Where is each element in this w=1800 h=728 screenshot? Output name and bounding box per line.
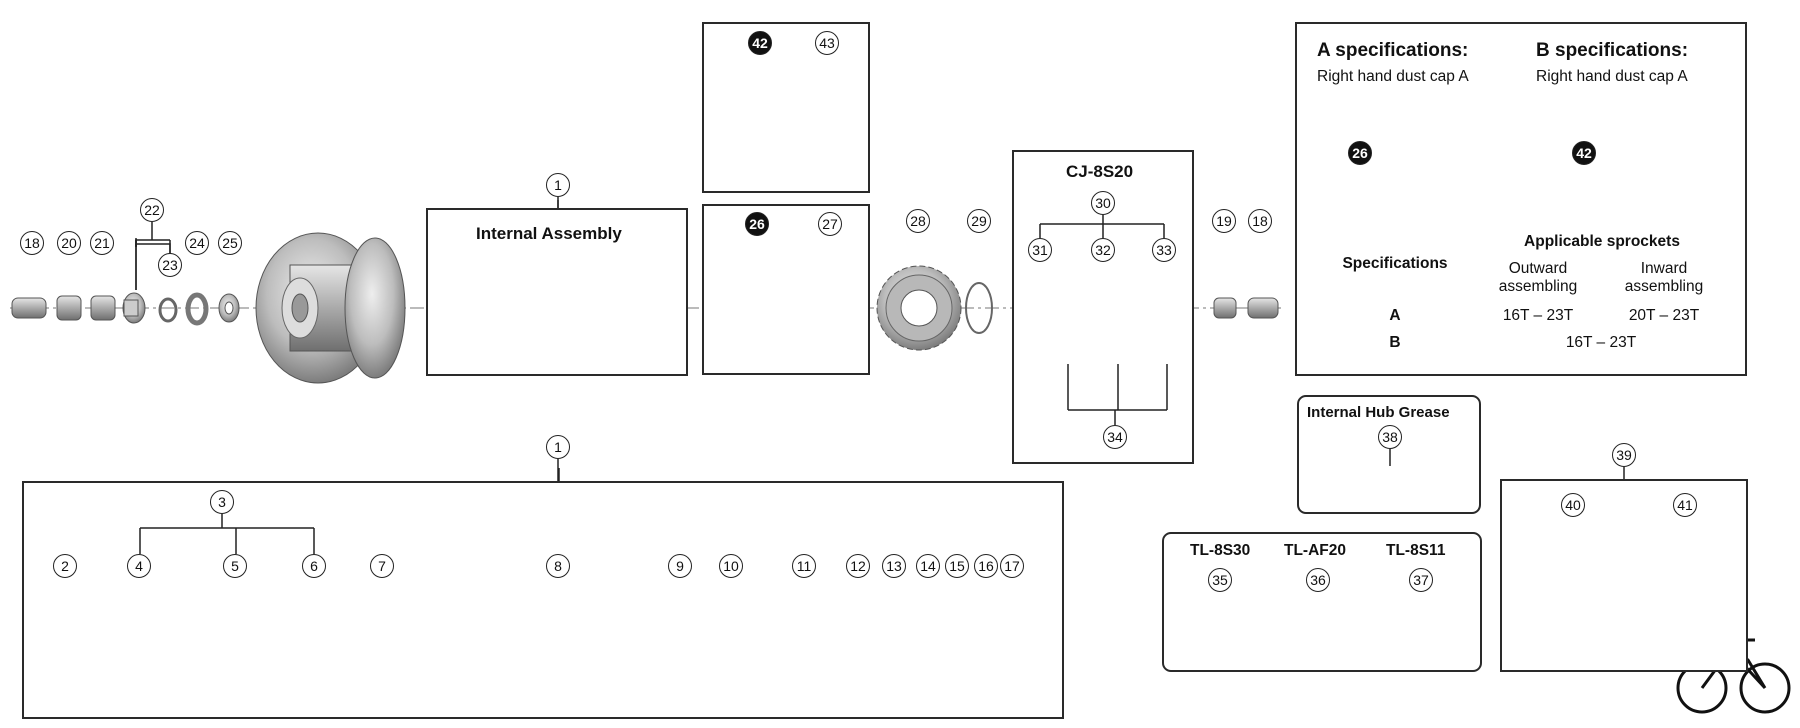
spec-a-subtitle: Right hand dust cap A: [1317, 68, 1469, 85]
grease-kit-box: [1500, 479, 1748, 672]
callout-12: 12: [846, 554, 870, 578]
tool-tl-8s11-label: TL-8S11: [1386, 542, 1446, 559]
callout-9: 9: [668, 554, 692, 578]
spec-header-inward-1: Inward: [1640, 260, 1688, 277]
callout-20: 20: [57, 231, 81, 255]
callout-23: 23: [158, 253, 182, 277]
callout-18: 18: [20, 231, 44, 255]
callout-17: 17: [1000, 554, 1024, 578]
spec-row-b-value: 16T – 23T: [1565, 334, 1637, 351]
dust-cap-a-box: [702, 204, 870, 375]
callout-2: 2: [53, 554, 77, 578]
internal-hub-grease-label: Internal Hub Grease: [1307, 404, 1450, 421]
tool-tl-af20-label: TL-AF20: [1284, 542, 1346, 559]
part-23: [158, 297, 178, 323]
callout-26: 26: [745, 212, 769, 236]
callout-3: 3: [210, 490, 234, 514]
spec-a-title: A specifications:: [1317, 40, 1469, 61]
callout-18-right: 18: [1248, 209, 1272, 233]
part-25: [218, 293, 240, 323]
internal-hub-grease-box: [1297, 395, 1481, 514]
callout-1-lower: 1: [546, 435, 570, 459]
callout-27: 27: [818, 212, 842, 236]
callout-31: 31: [1028, 238, 1052, 262]
callout-33: 33: [1152, 238, 1176, 262]
spec-row-a-label: A: [1389, 307, 1401, 324]
hub-shell: [255, 232, 406, 384]
part-20: [56, 295, 82, 321]
part-22: [122, 292, 146, 324]
callout-24: 24: [185, 231, 209, 255]
callout-43: 43: [815, 31, 839, 55]
callout-28: 28: [906, 209, 930, 233]
callout-38: 38: [1378, 425, 1402, 449]
specifications-box: [1295, 22, 1747, 376]
spec-header-specifications: Specifications: [1342, 255, 1448, 272]
callout-21: 21: [90, 231, 114, 255]
callout-15: 15: [945, 554, 969, 578]
tools-box: [1162, 532, 1482, 672]
callout-42-spec: 42: [1572, 141, 1596, 165]
callout-30: 30: [1091, 191, 1115, 215]
callout-25: 25: [218, 231, 242, 255]
callout-5: 5: [223, 554, 247, 578]
callout-29: 29: [967, 209, 991, 233]
callout-32: 32: [1091, 238, 1115, 262]
callout-10: 10: [719, 554, 743, 578]
cj-8s20-label: CJ-8S20: [1066, 162, 1134, 181]
part-18-right-nut: [1247, 297, 1279, 319]
dust-cap-b-box: [702, 22, 870, 193]
part-21: [90, 295, 116, 321]
callout-36: 36: [1306, 568, 1330, 592]
callout-40: 40: [1561, 493, 1585, 517]
callout-39: 39: [1612, 443, 1636, 467]
spec-row-a-inward: 20T – 23T: [1628, 307, 1700, 324]
spec-b-title: B specifications:: [1536, 40, 1689, 61]
callout-19: 19: [1212, 209, 1236, 233]
part-29-snap-ring: [965, 282, 993, 334]
part-18-left-nut: [11, 297, 47, 319]
callout-37: 37: [1409, 568, 1433, 592]
tool-tl-8s30-label: TL-8S30: [1190, 542, 1251, 559]
callout-35: 35: [1208, 568, 1232, 592]
spec-b-subtitle: Right hand dust cap A: [1536, 68, 1688, 85]
spec-header-outward-2: assembling: [1498, 278, 1578, 295]
spec-header-inward-2: assembling: [1624, 278, 1704, 295]
internal-assembly-label: Internal Assembly: [476, 224, 622, 243]
spec-row-a-outward: 16T – 23T: [1502, 307, 1574, 324]
part-19: [1213, 297, 1237, 319]
callout-7: 7: [370, 554, 394, 578]
callout-13: 13: [882, 554, 906, 578]
callout-41: 41: [1673, 493, 1697, 517]
callout-22: 22: [140, 198, 164, 222]
callout-16: 16: [974, 554, 998, 578]
callout-34: 34: [1103, 425, 1127, 449]
callout-1: 1: [546, 173, 570, 197]
callout-42: 42: [748, 31, 772, 55]
callout-26-spec: 26: [1348, 141, 1372, 165]
part-24: [185, 292, 209, 326]
callout-4: 4: [127, 554, 151, 578]
part-28-sprocket: [876, 265, 962, 351]
callout-8: 8: [546, 554, 570, 578]
callout-6: 6: [302, 554, 326, 578]
lower-internal-assembly-box: [22, 481, 1064, 719]
callout-14: 14: [916, 554, 940, 578]
spec-header-outward-1: Outward: [1508, 260, 1568, 277]
internal-assembly-box: [426, 208, 688, 376]
spec-row-b-label: B: [1389, 334, 1401, 351]
callout-11: 11: [792, 554, 816, 578]
spec-header-applicable: Applicable sprockets: [1524, 233, 1680, 250]
